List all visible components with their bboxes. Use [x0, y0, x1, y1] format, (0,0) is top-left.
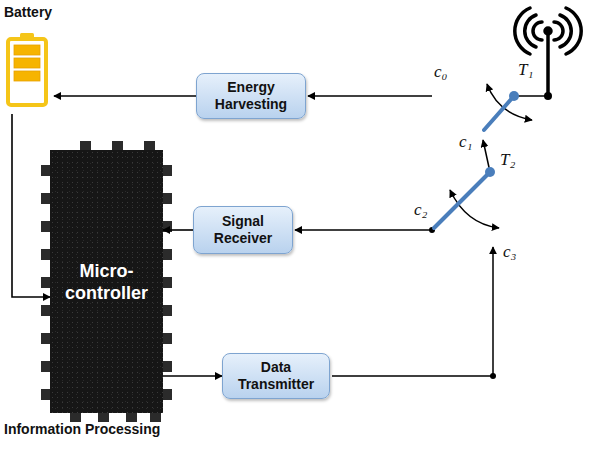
signal-arrow [163, 229, 193, 231]
switch-pivot [509, 91, 519, 101]
contact-label: c₃ [503, 242, 516, 262]
battery-symbol [4, 32, 50, 108]
contact-label: T₁ [518, 60, 533, 80]
chip-pins [41, 141, 172, 422]
signal-arrow [12, 114, 50, 297]
battery-icon: Battery [2, 4, 54, 114]
contact-label: c₁ [459, 132, 472, 152]
node-label: Energy Harvesting [205, 79, 297, 113]
contact-label: T₂ [500, 150, 515, 170]
node-label: Battery [2, 4, 54, 20]
contact-label: c₀ [434, 62, 447, 82]
section-caption: Information Processing [4, 421, 160, 437]
process-box: Signal Receiver [193, 206, 293, 254]
process-box: Data Transmitter [222, 353, 330, 399]
terminal-dot [490, 373, 496, 379]
switch-wires [295, 84, 548, 376]
antenna-symbol [515, 8, 581, 96]
microcontroller-chip: Micro- controllerInformation Processing [50, 150, 163, 413]
contact-label: c₂ [414, 200, 427, 220]
node-label: Data Transmitter [231, 359, 321, 393]
terminal-dot [544, 92, 552, 100]
signal-arrow [54, 95, 196, 97]
signal-arrow [163, 375, 222, 377]
switch-pivot [485, 167, 495, 177]
process-box: Energy Harvesting [196, 73, 306, 119]
node-label: Signal Receiver [202, 213, 284, 247]
node-label: Micro- controller [50, 260, 163, 304]
